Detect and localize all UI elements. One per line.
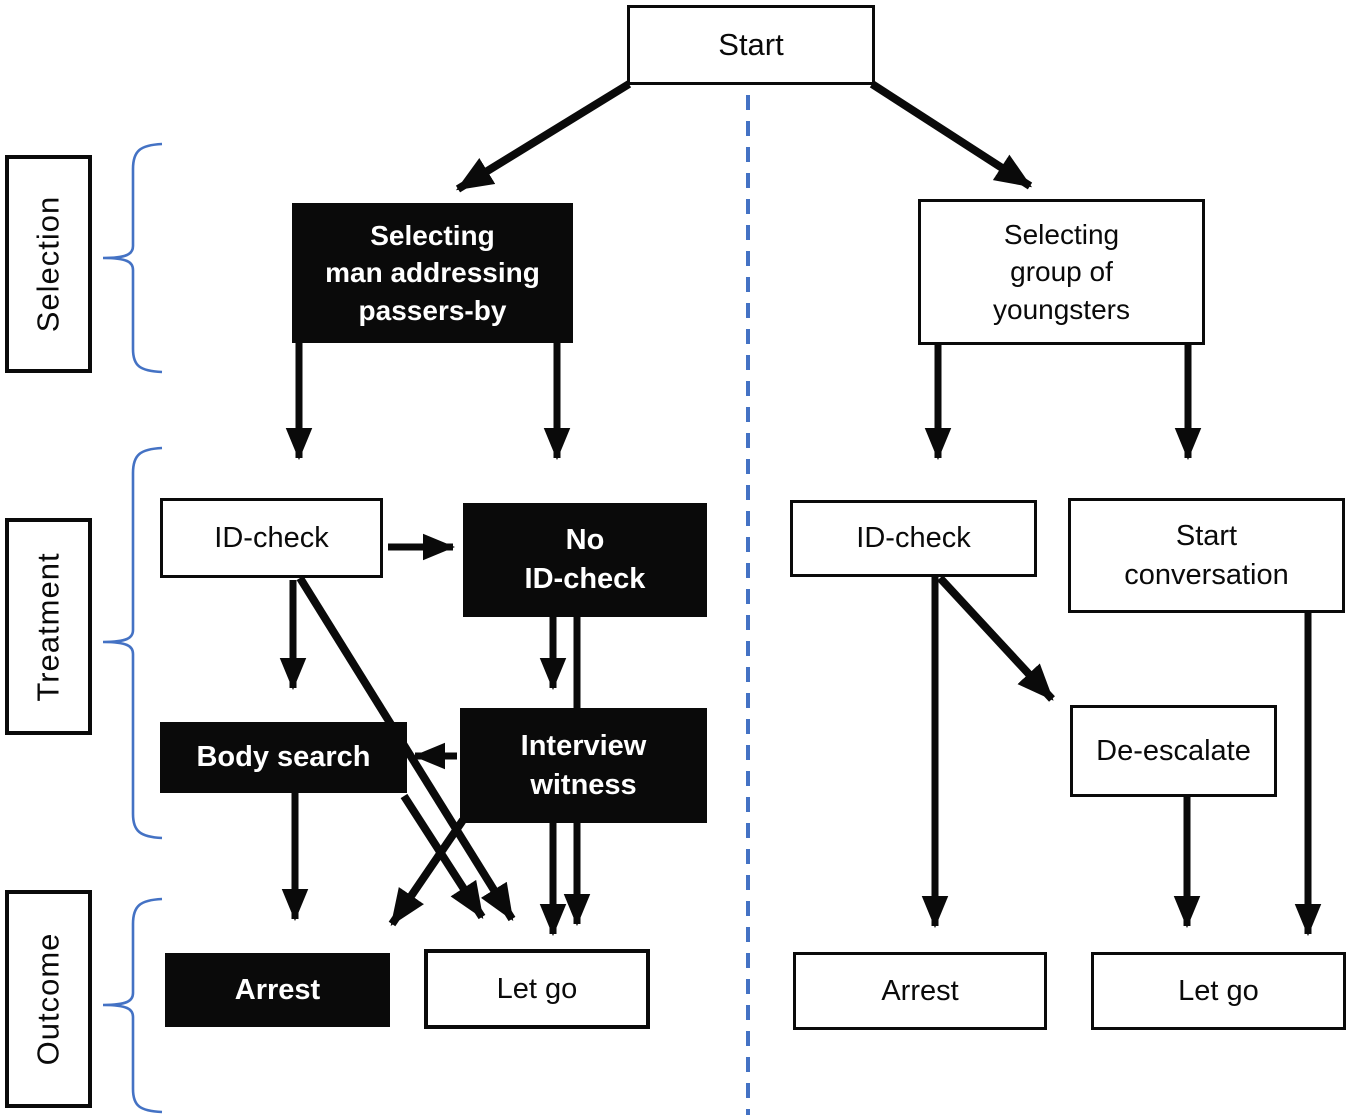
node-id-check-right-label: ID-check	[856, 522, 971, 555]
node-let-go-left-label: Let go	[496, 972, 578, 1005]
node-start-label: Start	[718, 27, 784, 63]
node-selecting-man-label: Selecting man addressing passers-by	[325, 220, 540, 326]
node-arrest-left-label: Arrest	[234, 973, 321, 1006]
row-label-outcome: Outcome	[5, 890, 92, 1108]
node-body-search-label: Body search	[196, 741, 371, 774]
selection-brace	[102, 142, 163, 374]
node-no-id-check: No ID-check	[463, 503, 707, 617]
node-selecting-group-label: Selecting group of youngsters	[993, 219, 1130, 325]
node-de-escalate: De-escalate	[1070, 705, 1277, 797]
node-selecting-man: Selecting man addressing passers-by	[292, 203, 573, 343]
node-no-id-check-label: No ID-check	[524, 524, 646, 595]
outcome-brace	[102, 897, 163, 1114]
edge-id-check-right-to-de-escalate	[937, 575, 1055, 702]
row-label-selection-text: Selection	[30, 195, 66, 333]
node-arrest-right: Arrest	[793, 952, 1047, 1030]
node-arrest-left: Arrest	[165, 953, 390, 1027]
node-id-check-left: ID-check	[160, 498, 383, 578]
node-id-check-right: ID-check	[790, 500, 1037, 577]
node-id-check-left-label: ID-check	[214, 521, 329, 554]
node-interview-witness: Interview witness	[460, 708, 707, 823]
row-label-outcome-text: Outcome	[30, 932, 66, 1066]
node-start-conversation-label: Start conversation	[1124, 519, 1289, 591]
node-let-go-left: Let go	[424, 949, 650, 1029]
edge-body-search-to-let-go	[400, 793, 486, 920]
row-label-selection: Selection	[5, 155, 92, 373]
node-start: Start	[627, 5, 875, 85]
edge-start-to-selecting-group	[869, 80, 1033, 190]
row-label-treatment-text: Treatment	[30, 551, 66, 702]
edge-interview-witness-to-arrest	[388, 817, 467, 927]
node-let-go-right: Let go	[1091, 952, 1346, 1030]
node-selecting-group: Selecting group of youngsters	[918, 199, 1205, 345]
node-de-escalate-label: De-escalate	[1096, 734, 1251, 767]
node-let-go-right-label: Let go	[1178, 974, 1259, 1007]
node-body-search: Body search	[160, 722, 407, 793]
row-label-treatment: Treatment	[5, 518, 92, 735]
node-arrest-right-label: Arrest	[881, 974, 959, 1007]
node-interview-witness-label: Interview witness	[520, 729, 647, 801]
treatment-brace	[102, 446, 163, 840]
node-start-conversation: Start conversation	[1068, 498, 1345, 613]
edge-start-to-selecting-man	[455, 80, 632, 193]
